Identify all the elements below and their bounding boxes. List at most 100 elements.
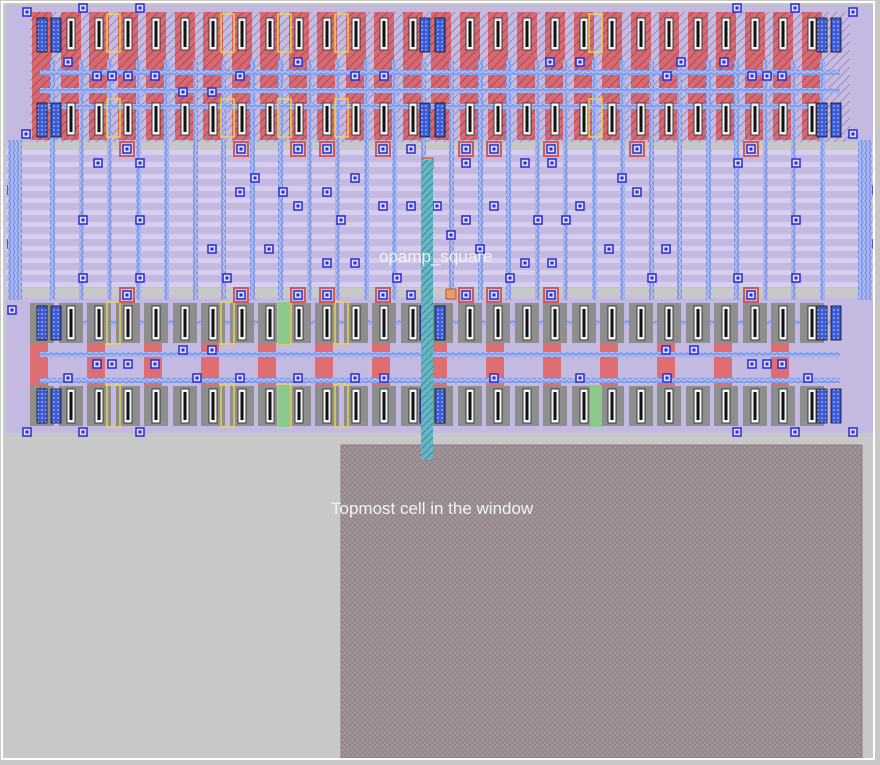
via-icon [382,74,386,78]
gate-line [268,106,272,132]
gate-line [496,21,500,47]
metal1-route [677,60,682,300]
via-icon [478,247,482,251]
via-icon [10,308,14,312]
gate-line [553,106,557,132]
via-icon [153,74,157,78]
contact-icon [486,287,502,303]
gate-line [639,309,643,337]
via-icon [96,161,100,165]
via-icon [325,190,329,194]
via-icon [492,147,496,151]
via-icon [239,293,243,297]
gate-line [525,106,529,132]
yellow-highlight [334,98,349,138]
via-icon [381,204,385,208]
via-icon [549,293,553,297]
gate-line [610,106,614,132]
gate-line [240,392,244,420]
via-icon [238,190,242,194]
gate-line [724,309,728,337]
contact-icon [434,17,446,53]
gate-line [810,309,814,337]
via-icon [736,276,740,280]
gate-line [525,392,529,420]
gate-line [240,309,244,337]
via-icon [664,348,668,352]
cyan-net-strip[interactable] [421,160,433,460]
via-icon [765,362,769,366]
via-icon [523,261,527,265]
gate-line [126,106,130,132]
via-icon [409,147,413,151]
via-icon [353,176,357,180]
gate-line [496,309,500,337]
contact-icon [445,288,457,300]
via-icon [353,74,357,78]
metal1-route [734,60,739,300]
gate-line [781,392,785,420]
metal1-route [164,60,169,300]
metal1-route [364,60,369,300]
via-icon [267,247,271,251]
via-icon [749,293,753,297]
green-highlight [278,385,290,427]
gate-line [354,106,358,132]
via-icon [735,430,739,434]
yellow-highlight [106,301,121,345]
metal1-route [791,60,796,300]
via-icon [110,74,114,78]
via-icon [125,293,129,297]
via-icon [296,293,300,297]
green-highlight [278,302,290,344]
via-icon [210,348,214,352]
contact-icon [629,141,645,157]
gate-line [639,106,643,132]
yellow-highlight [334,301,349,345]
via-icon [435,204,439,208]
yellow-highlight [334,13,349,53]
gate-line [268,309,272,337]
gate-line [582,106,586,132]
via-icon [794,276,798,280]
empty-cell-region[interactable] [340,444,863,759]
gate-line [496,392,500,420]
via-icon [95,362,99,366]
via-icon [138,430,142,434]
gate-line [97,309,101,337]
gate-line [97,392,101,420]
diffusion-block [315,330,333,390]
yellow-highlight [220,384,235,428]
via-icon [851,132,855,136]
metal1-route [79,60,84,300]
gate-line [211,392,215,420]
gate-line [183,21,187,47]
gate-line [582,21,586,47]
routing-stripe [6,210,874,215]
gate-line [411,106,415,132]
via-icon [564,218,568,222]
yellow-highlight [277,13,292,53]
gate-line [810,106,814,132]
contact-icon [743,287,759,303]
gate-line [610,21,614,47]
gate-line [610,309,614,337]
gate-line [126,392,130,420]
via-icon [492,293,496,297]
via-icon [126,362,130,366]
via-icon [81,430,85,434]
gate-line [382,392,386,420]
gate-line [211,309,215,337]
gate-line [525,21,529,47]
contact-icon [816,17,828,53]
metal1-route [535,60,540,300]
gate-line [382,106,386,132]
contact-icon [319,141,335,157]
gate-line [411,21,415,47]
via-icon [578,376,582,380]
gate-line [553,309,557,337]
gate-line [154,106,158,132]
via-icon [325,261,329,265]
